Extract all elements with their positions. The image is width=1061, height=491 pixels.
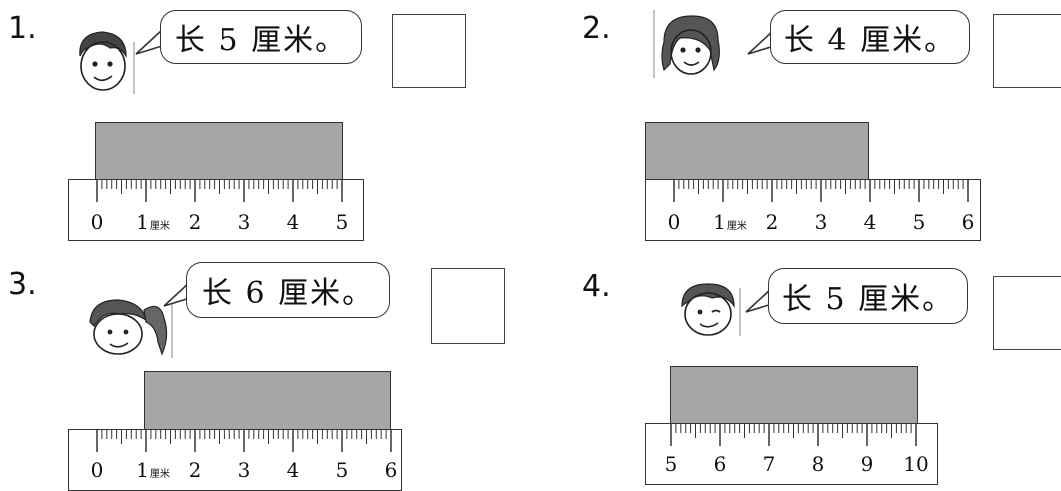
problem-number: 1. [8, 11, 37, 46]
answer-box[interactable] [993, 276, 1061, 350]
ruler-label: 1厘米 [713, 210, 747, 234]
problem-1: 1. 长 5 厘米。 0 1厘米 2 3 4 5 [0, 0, 530, 242]
problem-number: 2. [582, 11, 611, 46]
speech-bubble: 长 5 厘米。 [768, 268, 968, 324]
ruler-label: 1厘米 [136, 210, 170, 234]
speech-bubble: 长 4 厘米。 [770, 10, 970, 64]
ruler-label: 9 [860, 452, 874, 476]
answer-box[interactable] [392, 14, 466, 88]
ruler-label: 3 [814, 210, 828, 234]
ruler-label: 4 [863, 210, 877, 234]
ruler-label: 6 [713, 452, 727, 476]
girl-face-icon [653, 10, 720, 78]
ruler: 0 1厘米 2 3 4 5 6 [68, 429, 402, 491]
ruler-label: 2 [188, 458, 202, 482]
ruler-ticks [96, 430, 392, 452]
ruler-label: 5 [664, 452, 678, 476]
ruler-label: 6 [961, 210, 975, 234]
ruler-label: 0 [90, 210, 104, 234]
ruler-label: 3 [237, 458, 251, 482]
answer-box[interactable] [431, 268, 505, 344]
ruler: 0 1厘米 2 3 4 5 [68, 179, 364, 241]
ruler-label: 1厘米 [136, 458, 170, 482]
ruler-label: 4 [286, 210, 300, 234]
ruler-label: 6 [384, 458, 398, 482]
ruler-label: 5 [912, 210, 926, 234]
problem-2: 2. 长 4 厘米。 0 1厘米 2 3 4 5 6 [0, 0, 1061, 242]
answer-box[interactable] [993, 14, 1061, 88]
child-face-icon [681, 283, 741, 336]
ruler-ticks [670, 424, 917, 446]
ruler-label: 2 [188, 210, 202, 234]
ruler-label: 0 [90, 458, 104, 482]
ruler-label: 8 [811, 452, 825, 476]
girl-ponytail-face-icon [89, 299, 173, 358]
boy-face-icon [79, 31, 135, 94]
ruler-label: 4 [286, 458, 300, 482]
ruler-label: 5 [335, 210, 349, 234]
problem-3: 3. 长 6 厘米。 0 1厘米 2 3 4 5 6 [0, 0, 530, 491]
ruler-label: 0 [667, 210, 681, 234]
measured-rectangle [670, 366, 918, 425]
ruler: 5 6 7 8 9 10 [645, 423, 938, 485]
speech-bubble: 长 5 厘米。 [160, 10, 362, 64]
ruler-label: 5 [335, 458, 349, 482]
ruler-label: 7 [762, 452, 776, 476]
ruler-label: 3 [237, 210, 251, 234]
ruler-label: 10 [903, 452, 929, 476]
speech-bubble: 长 6 厘米。 [186, 262, 390, 318]
problem-number: 3. [8, 267, 37, 302]
ruler-ticks [96, 180, 343, 202]
problem-number: 4. [582, 269, 611, 304]
measured-rectangle [645, 122, 869, 181]
ruler-label: 2 [765, 210, 779, 234]
ruler: 0 1厘米 2 3 4 5 6 [645, 179, 981, 241]
ruler-ticks [673, 180, 969, 202]
